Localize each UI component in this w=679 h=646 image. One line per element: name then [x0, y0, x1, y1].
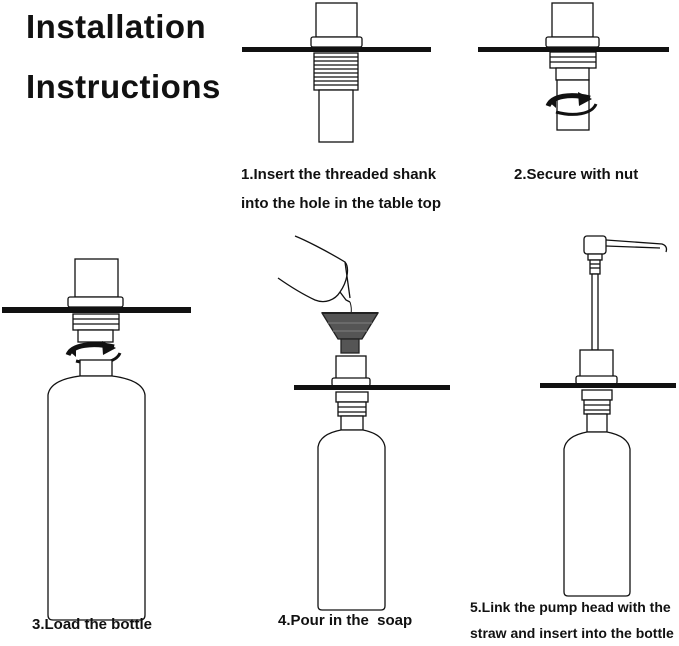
soap-jug-icon	[277, 235, 351, 303]
step1-cap	[315, 2, 358, 38]
step3-table-top	[2, 307, 191, 313]
step1-caption-line2: into the hole in the table top	[241, 195, 441, 212]
step5-cap	[579, 349, 614, 379]
step5-caption-line1: 5.Link the pump head with the	[470, 599, 671, 615]
funnel-icon	[320, 312, 380, 354]
step4-illustration	[277, 235, 450, 611]
step3-caption: 3.Load the bottle	[32, 616, 152, 633]
step4-bottle	[317, 429, 386, 611]
step1-shank	[318, 89, 354, 143]
straw	[591, 273, 599, 351]
step2-flange	[545, 36, 600, 48]
step2-cap	[551, 2, 594, 38]
step5-caption-line2: straw and insert into the bottle	[470, 625, 674, 641]
step4-flange	[331, 377, 371, 387]
step1-illustration	[242, 2, 431, 143]
step4-bottle-neck	[340, 415, 364, 431]
step1-flange	[310, 36, 363, 48]
step3-nut	[77, 329, 114, 343]
step4-caption: 4.Pour in the soap	[278, 612, 413, 629]
step4-table-top	[294, 385, 450, 390]
step2-illustration	[478, 2, 669, 131]
step2-shank	[556, 79, 590, 131]
step2-caption: 2.Secure with nut	[514, 166, 639, 183]
step3-bottle	[47, 375, 146, 621]
step5-nut	[581, 389, 613, 401]
title-instructions: Instructions	[26, 68, 221, 105]
step5-illustration	[540, 235, 676, 597]
pump-head-icon	[583, 235, 668, 275]
step5-flange	[575, 375, 618, 385]
step2-threads	[549, 51, 597, 69]
step5-threads	[583, 399, 611, 415]
step3-flange	[67, 296, 124, 308]
step1-table-top	[242, 47, 431, 52]
step3-bottle-neck	[79, 359, 113, 377]
step3-illustration	[2, 258, 191, 621]
step3-cap	[74, 258, 119, 298]
step1-threads	[313, 52, 359, 91]
step2-table-top	[478, 47, 669, 52]
step2-rotation-arrow-icon	[545, 92, 598, 116]
step3-threads	[72, 313, 120, 331]
step5-bottle	[563, 431, 631, 597]
step5-bottle-neck	[586, 413, 608, 433]
step2-nut	[555, 67, 590, 81]
step4-threads	[337, 401, 367, 417]
title-installation: Installation	[26, 8, 207, 45]
step4-nut	[335, 391, 369, 403]
step5-table-top	[540, 383, 676, 388]
step1-caption-line1: 1.Insert the threaded shank	[241, 166, 437, 183]
